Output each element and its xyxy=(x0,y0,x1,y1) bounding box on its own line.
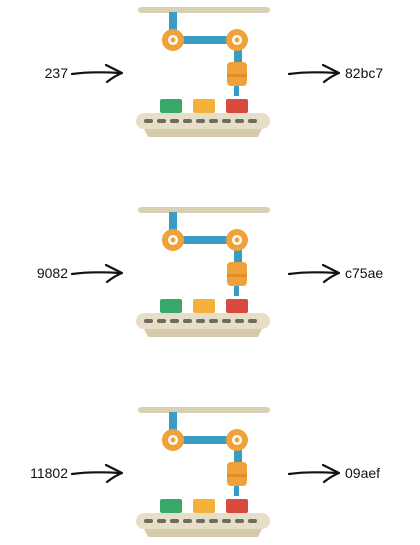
output-arrow-icon xyxy=(287,263,341,284)
robotic-arm-machine-icon xyxy=(136,7,270,137)
input-value: 11802 xyxy=(30,465,68,481)
output-arrow-icon xyxy=(287,463,341,484)
robotic-arm-machine-icon xyxy=(136,407,270,537)
input-arrow-icon xyxy=(70,263,124,284)
input-value: 9082 xyxy=(36,265,68,281)
input-value: 237 xyxy=(44,65,68,81)
input-arrow-icon xyxy=(70,463,124,484)
robotic-arm-machine-icon xyxy=(136,207,270,337)
transform-row-2: 9082 xyxy=(0,200,420,345)
transform-row-3: 11802 xyxy=(0,400,420,545)
transform-row-1: 237 xyxy=(0,0,420,145)
output-value: 09aef xyxy=(345,465,381,481)
output-value: 82bc7 xyxy=(345,65,384,81)
input-arrow-icon xyxy=(70,63,124,84)
output-value: c75ae xyxy=(345,265,384,281)
output-arrow-icon xyxy=(287,63,341,84)
